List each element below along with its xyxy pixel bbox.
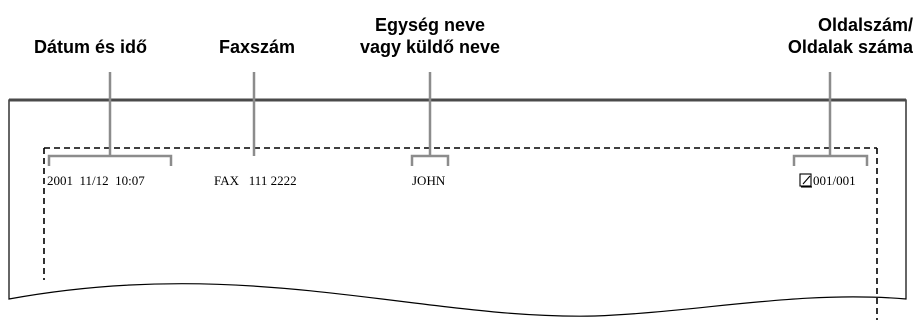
label-page-number-line2: Oldalak száma xyxy=(787,37,913,57)
label-unit-name: Egység neve vagy küldő neve xyxy=(350,14,510,58)
header-fax-number: FAX 111 2222 xyxy=(214,173,297,188)
label-page-number: Oldalszám/ Oldalak száma xyxy=(743,14,913,58)
label-fax-number: Faxszám xyxy=(219,37,296,57)
label-unit-name-line2: vagy küldő neve xyxy=(359,37,501,57)
label-page-number-line1: Oldalszám/ xyxy=(817,15,913,35)
header-date-time: 2001 11/12 10:07 xyxy=(47,173,145,188)
print-area-border xyxy=(43,147,878,320)
callout-page-number xyxy=(792,72,869,166)
header-page-count: 001/001 xyxy=(813,173,856,188)
document-page-icon xyxy=(799,173,812,188)
label-unit-name-line1: Egység neve xyxy=(374,15,486,35)
label-date-time: Dátum és idő xyxy=(34,37,148,57)
callout-date-time xyxy=(47,72,173,166)
paper-sheet xyxy=(8,99,907,317)
header-sender-name: JOHN xyxy=(412,173,446,188)
callout-sender-name xyxy=(410,72,450,166)
